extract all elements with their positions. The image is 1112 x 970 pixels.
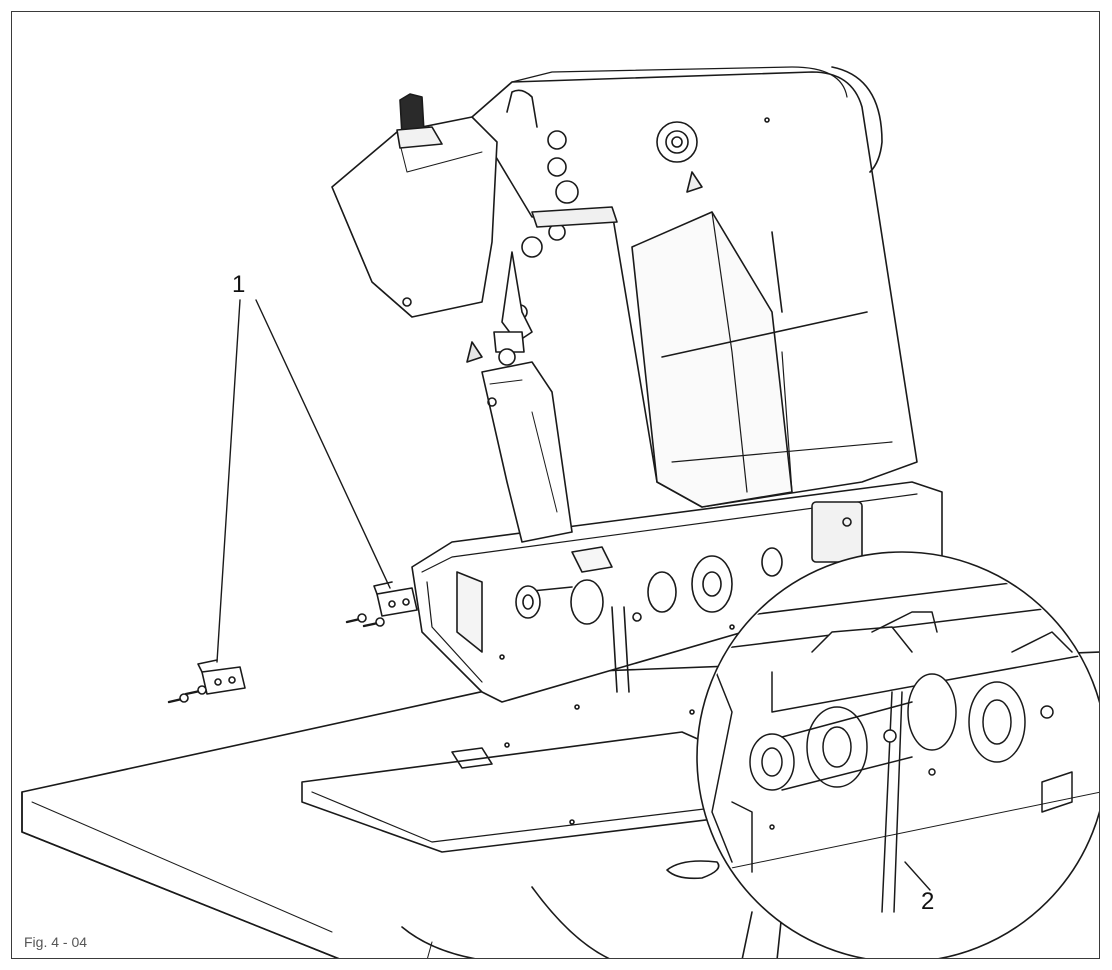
callout-label-1: 1	[232, 271, 246, 298]
figure-frame: 1 2 Fig. 4 - 04	[11, 11, 1100, 959]
machine-arm	[481, 361, 573, 543]
brackets-and-screws	[167, 581, 418, 704]
figure-caption: Fig. 4 - 04	[24, 934, 88, 950]
machine-head	[331, 66, 918, 508]
technical-drawing	[21, 66, 1099, 958]
callout-label-2: 2	[921, 888, 935, 915]
callout-1-leaders	[216, 299, 391, 663]
detail-magnifier	[696, 551, 1099, 958]
